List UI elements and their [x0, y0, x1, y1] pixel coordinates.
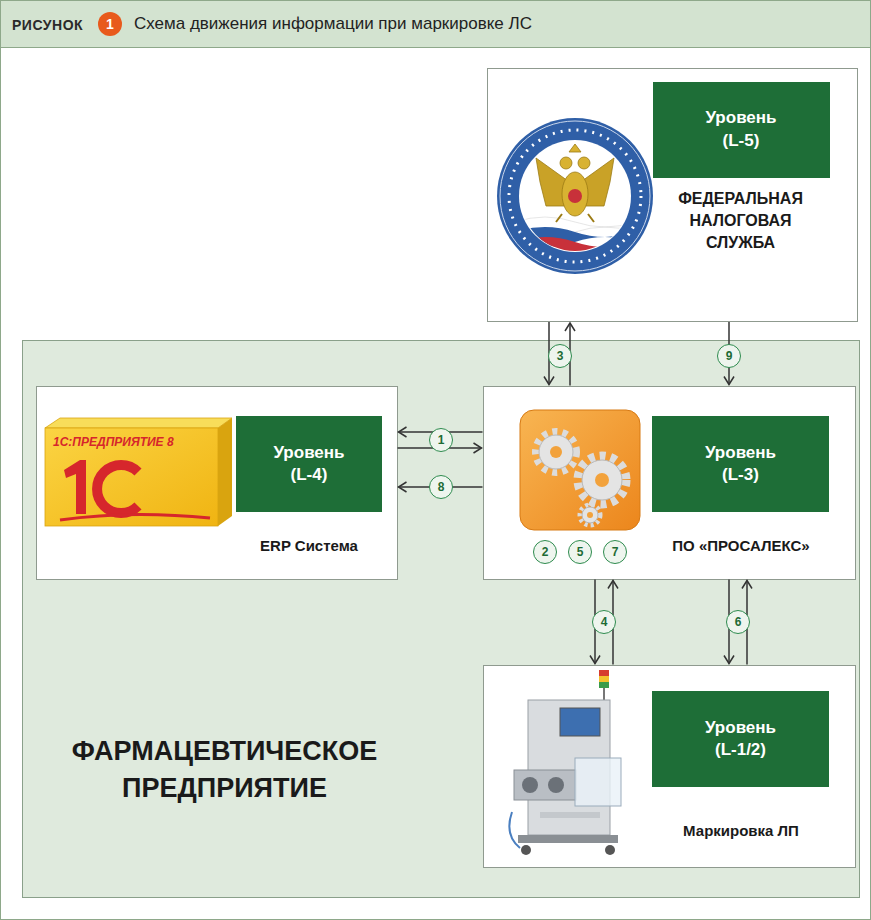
callout-number: 7 [603, 540, 627, 564]
node-title: ФАРМАЦЕВТИЧЕСКОЕ ПРЕДПРИЯТИЕ [72, 733, 378, 808]
edge-number: 8 [429, 475, 453, 499]
callout-number: 5 [568, 540, 592, 564]
edge-number: 3 [548, 344, 572, 368]
node-title: ERP Система [260, 537, 358, 555]
node-title: ФЕДЕРАЛЬНАЯ НАЛОГОВАЯ СЛУЖБА [678, 188, 803, 254]
software-gear-icon [520, 410, 640, 530]
node-title: Маркировка ЛП [683, 822, 799, 840]
edge-number: 6 [726, 610, 750, 634]
arrow-head [399, 427, 407, 437]
figure-word: РИСУНОК [12, 17, 83, 33]
callout-number: 2 [533, 540, 557, 564]
edge-number: 4 [592, 610, 616, 634]
level-text: Уровень (L-1/2) [705, 717, 776, 761]
level-text: Уровень (L-4) [273, 442, 344, 486]
figure-number: 1 [98, 12, 122, 36]
arrow-head [724, 656, 734, 664]
level-badge: Уровень (L-4) [236, 416, 382, 512]
arrow-head [724, 377, 734, 385]
level-badge: Уровень (L-1/2) [652, 691, 829, 787]
figure-title: Схема движения информации при маркировке… [134, 14, 532, 34]
arrow-head [742, 581, 752, 589]
erp-product-box [45, 418, 232, 526]
edge-number: 9 [717, 344, 741, 368]
arrow-head [399, 482, 407, 492]
level-badge: Уровень (L-5) [653, 82, 830, 178]
level-text: Уровень (L-3) [705, 442, 776, 486]
marking-machine [509, 670, 621, 855]
level-text: Уровень (L-5) [705, 107, 776, 151]
tax-service-emblem [497, 118, 653, 274]
arrow-head [608, 581, 618, 589]
product-name: 1С:ПРЕДПРИЯТИЕ 8 [53, 435, 174, 449]
node-title: ПО «ПРОСАЛЕКС» [672, 537, 809, 555]
arrow-head [544, 377, 554, 385]
arrow-head [565, 323, 575, 331]
arrow-head [590, 656, 600, 664]
edge-number: 1 [429, 428, 453, 452]
level-badge: Уровень (L-3) [652, 416, 829, 512]
arrow-head [474, 443, 482, 453]
